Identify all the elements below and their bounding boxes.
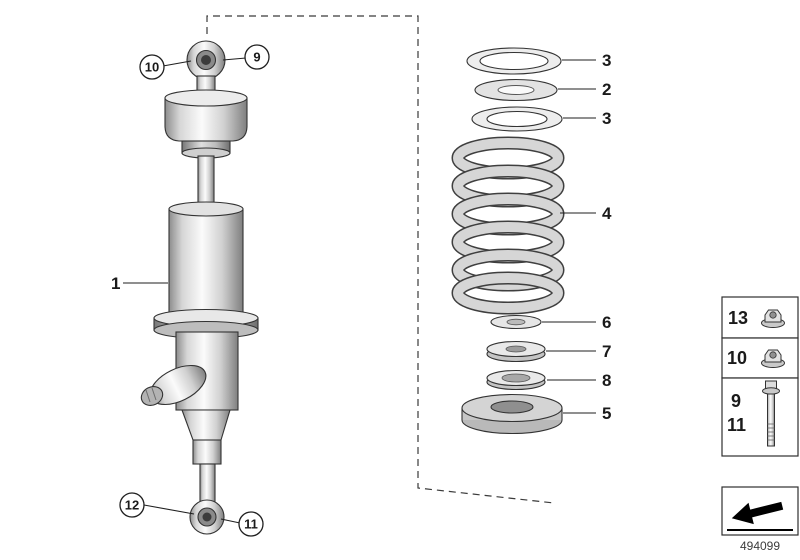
support-ring-mid (471, 106, 563, 132)
callout-label-10: 10 (145, 60, 159, 75)
top-mount (164, 89, 248, 159)
callout-label-2[interactable]: 2 (602, 80, 611, 99)
support-ring-top (466, 47, 562, 75)
callout-label-8[interactable]: 8 (602, 371, 611, 390)
lower-rod (199, 463, 216, 503)
callout-label-3-mid[interactable]: 3 (602, 109, 611, 128)
callout-label-11: 11 (244, 517, 258, 532)
legend-label-11[interactable]: 11 (727, 415, 746, 435)
direction-arrow-box (721, 486, 799, 536)
legend-label-9[interactable]: 9 (731, 391, 741, 411)
direction-arrow-icon (731, 501, 784, 525)
assembly-boundary-line (206, 15, 555, 504)
callout-12[interactable]: 12 (119, 492, 145, 518)
legend: 13 10 9 11 (721, 296, 799, 457)
flange-nut-icon (761, 349, 785, 368)
damper-body (168, 201, 244, 320)
legend-label-10[interactable]: 10 (727, 348, 747, 368)
piston-rod (197, 155, 215, 209)
top-eye-joint (186, 40, 226, 80)
callout-label-7[interactable]: 7 (602, 342, 611, 361)
washer-6 (490, 314, 542, 330)
legend-box-10 (721, 337, 799, 379)
callout-11[interactable]: 11 (238, 511, 264, 537)
lower-eye-joint (189, 499, 225, 535)
lower-tube (192, 439, 222, 465)
legend-label-13[interactable]: 13 (728, 308, 748, 328)
legend-box-13 (721, 296, 799, 339)
legend-box-9-11 (721, 377, 799, 457)
leader-lines (123, 57, 596, 524)
flange-nut-icon (761, 309, 785, 328)
callout-label-9: 9 (253, 50, 260, 65)
callout-10[interactable]: 10 (139, 54, 165, 80)
lower-housing (140, 331, 239, 441)
shock-absorber (140, 40, 259, 535)
washer-8 (486, 369, 546, 391)
callout-label-4[interactable]: 4 (602, 204, 612, 223)
callout-label-3-top[interactable]: 3 (602, 51, 611, 70)
callout-label-1[interactable]: 1 (111, 274, 120, 293)
bolt-icon (762, 380, 780, 447)
doc-number: 494099 (740, 539, 780, 553)
coil-spring (451, 136, 565, 315)
washer-2 (474, 78, 558, 102)
callout-label-12: 12 (125, 498, 139, 513)
callout-label-6[interactable]: 6 (602, 313, 611, 332)
callout-9[interactable]: 9 (244, 44, 270, 70)
adjuster-knob (140, 386, 164, 406)
washer-7 (486, 340, 546, 363)
callout-label-5[interactable]: 5 (602, 404, 611, 423)
spring-pad (461, 393, 563, 435)
